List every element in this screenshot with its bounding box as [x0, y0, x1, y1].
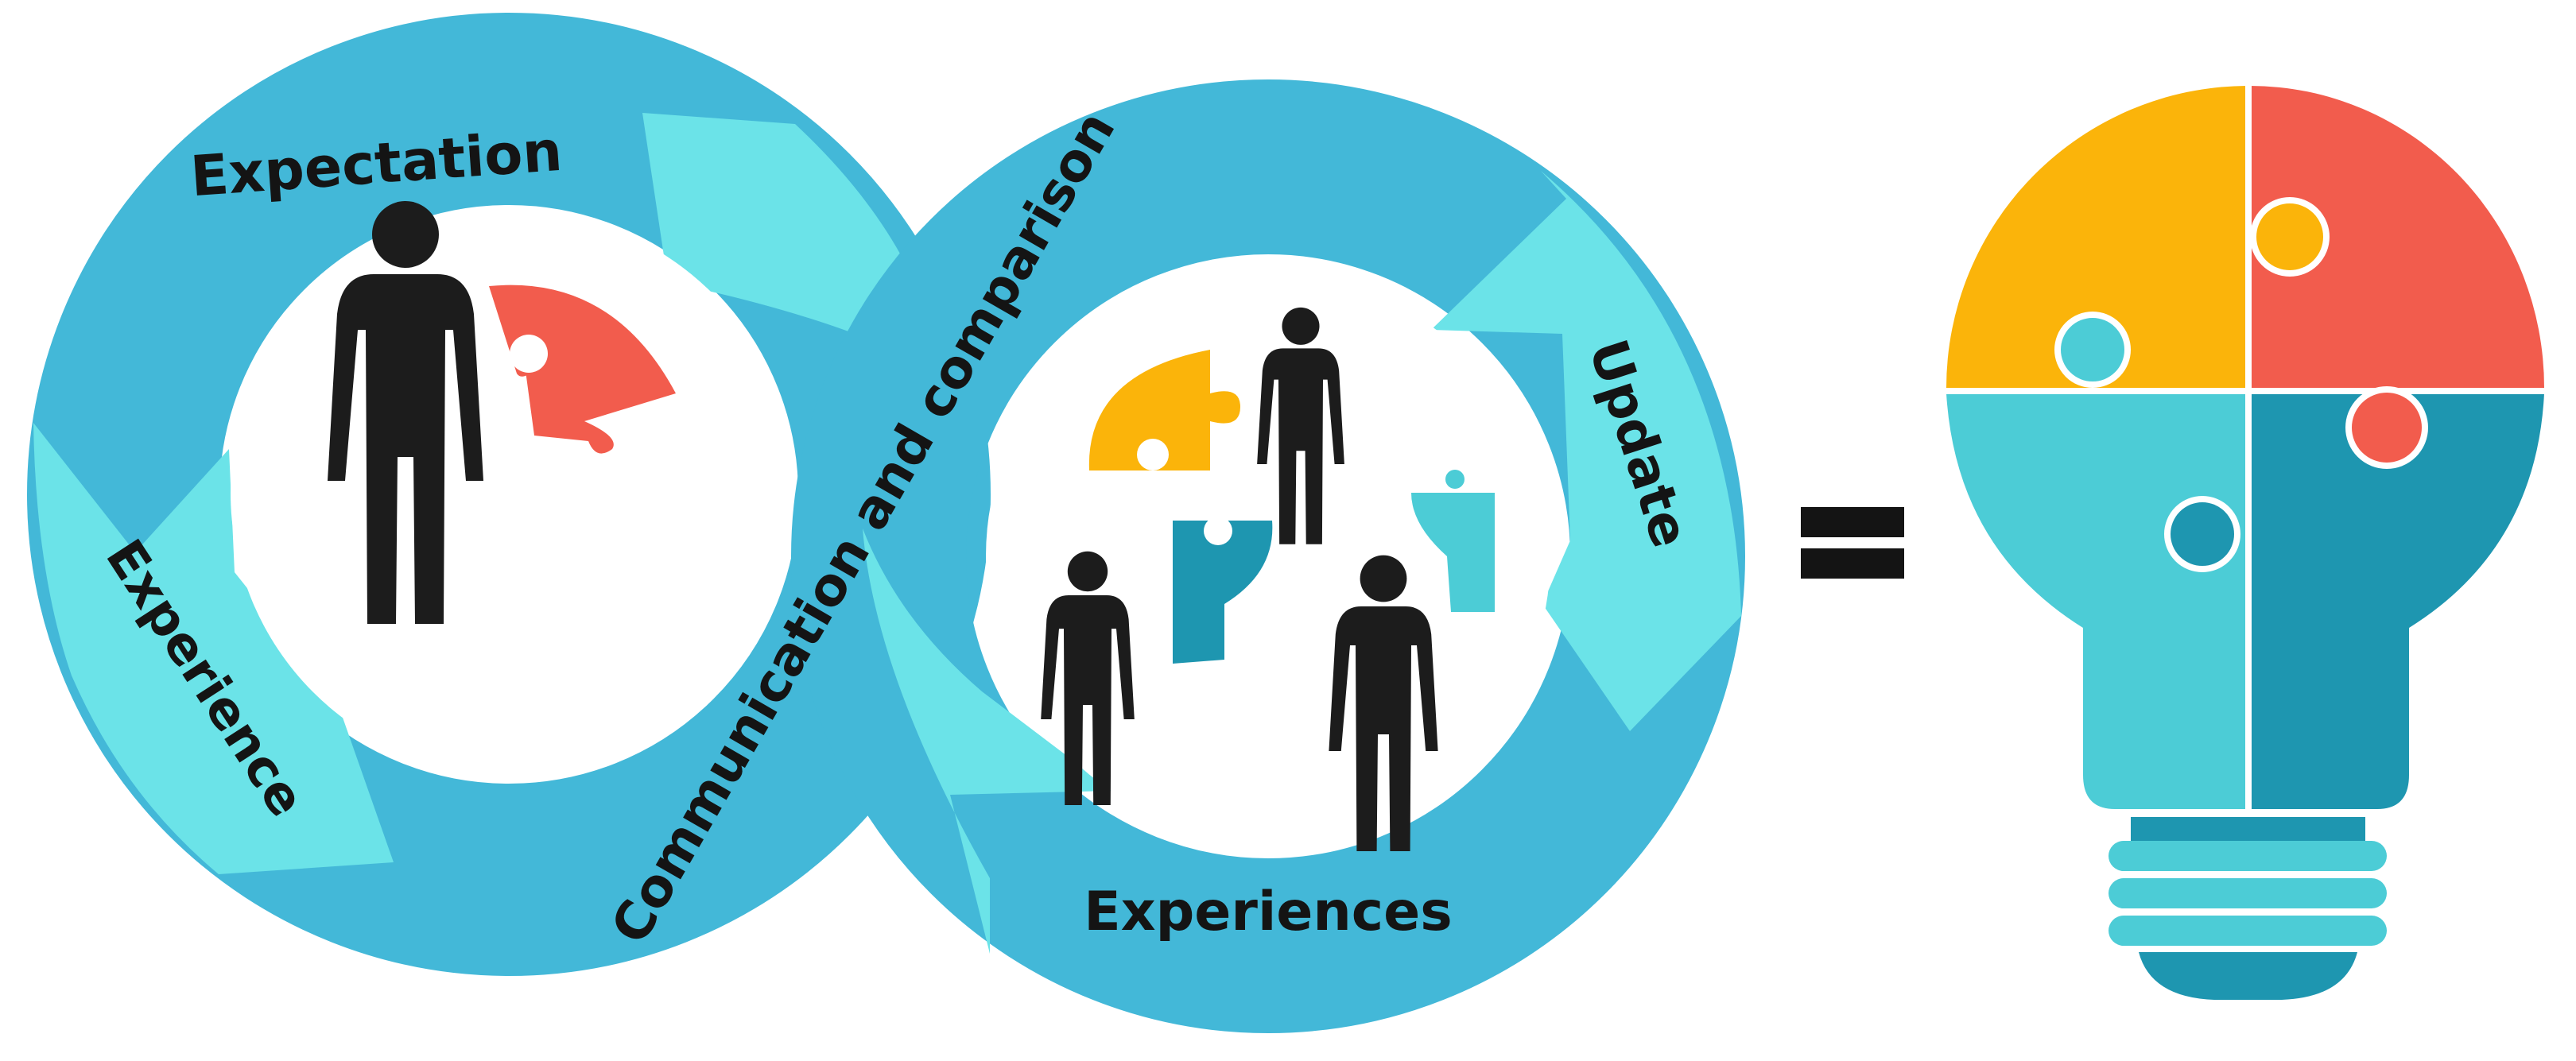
- equals-sign: [1801, 507, 1904, 579]
- label-experiences: Experiences: [1084, 881, 1452, 943]
- bulb-tip: [2139, 952, 2357, 1000]
- puzzle-knob-yellow: [2250, 197, 2330, 277]
- bulb-collar: [2131, 817, 2365, 841]
- arrow-left: [33, 423, 394, 874]
- puzzle-knob-icon: [1445, 470, 1465, 489]
- puzzle-piece-red-icon: [489, 285, 676, 454]
- puzzle-knob-teal: [2054, 312, 2131, 388]
- puzzle-piece-yellow-icon: [1088, 350, 1240, 470]
- lightbulb-puzzle-icon: [1940, 79, 2552, 1000]
- arrow-lower-left: [863, 529, 1113, 954]
- bulb-thread-2: [2109, 878, 2387, 908]
- puzzle-knob-cutout: [1204, 517, 1232, 545]
- left-cycle: [27, 13, 991, 976]
- puzzle-knob-red: [2345, 386, 2428, 469]
- puzzle-knob-cutout: [1137, 439, 1169, 470]
- puzzle-knob-teal-dark: [2164, 496, 2240, 572]
- arrow-upper-right: [1431, 171, 1741, 731]
- bulb-quadrant-teal-light: [1946, 393, 2246, 809]
- puzzle-knob-cutout: [510, 335, 548, 373]
- puzzle-piece-teal-dark-icon: [1173, 521, 1273, 664]
- puzzle-piece-teal-light-icon: [1411, 493, 1495, 612]
- bulb-thread-3: [2109, 916, 2387, 946]
- bulb-quadrant-teal-dark: [2252, 393, 2544, 809]
- bulb-quadrant-red: [2250, 86, 2544, 388]
- bulb-quadrant-yellow: [1946, 86, 2246, 388]
- bulb-thread-1: [2109, 841, 2387, 871]
